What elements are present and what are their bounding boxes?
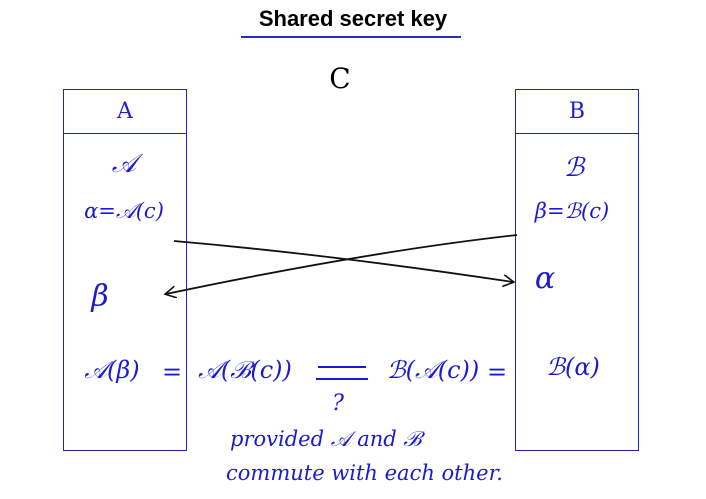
eq-sign-2: = <box>487 358 507 386</box>
title-underline <box>241 36 461 38</box>
note-line-1: provided 𝒜 and ℬ <box>230 427 425 451</box>
party-a-box: A <box>63 89 187 451</box>
party-b-label: B <box>516 90 638 134</box>
response-alpha: α=𝒜(c) <box>84 199 164 223</box>
arrow-alpha-to-b <box>173 240 513 282</box>
party-b-box: B <box>515 89 639 451</box>
key-b: ℬ <box>564 153 586 183</box>
eq-right-term: ℬ(α) <box>546 353 600 381</box>
received-alpha: α <box>535 261 555 296</box>
eq-middle-right: ℬ(𝒜(c)) <box>387 356 479 384</box>
key-a: 𝒜 <box>112 149 144 179</box>
eq-sign-1: = <box>162 358 182 386</box>
eq-left-term: 𝒜(β) <box>84 356 139 384</box>
note-line-2: commute with each other. <box>226 461 503 485</box>
arrow-beta-to-a <box>166 234 518 294</box>
received-beta: β <box>90 279 108 314</box>
eq-middle-left: 𝒜(ℬ(c)) <box>198 356 292 384</box>
question-mark: ? <box>332 391 344 416</box>
response-beta: β=ℬ(c) <box>534 199 609 223</box>
challenge-c: C <box>329 62 350 95</box>
party-a-label: A <box>64 90 186 134</box>
slide-title: Shared secret key <box>258 6 448 31</box>
